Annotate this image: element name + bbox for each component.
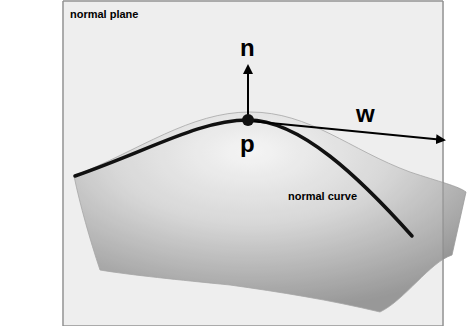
normal-plane	[63, 1, 443, 326]
normal-curve	[75, 120, 412, 236]
label: w	[356, 100, 375, 128]
tangent-vector	[250, 121, 444, 140]
normal-plane-front	[63, 1, 443, 326]
label: n	[240, 34, 255, 62]
point	[242, 114, 254, 126]
label: normal curve	[288, 190, 357, 202]
normal-vector	[247, 66, 249, 118]
label: p	[240, 130, 255, 158]
label: normal plane	[70, 8, 138, 20]
